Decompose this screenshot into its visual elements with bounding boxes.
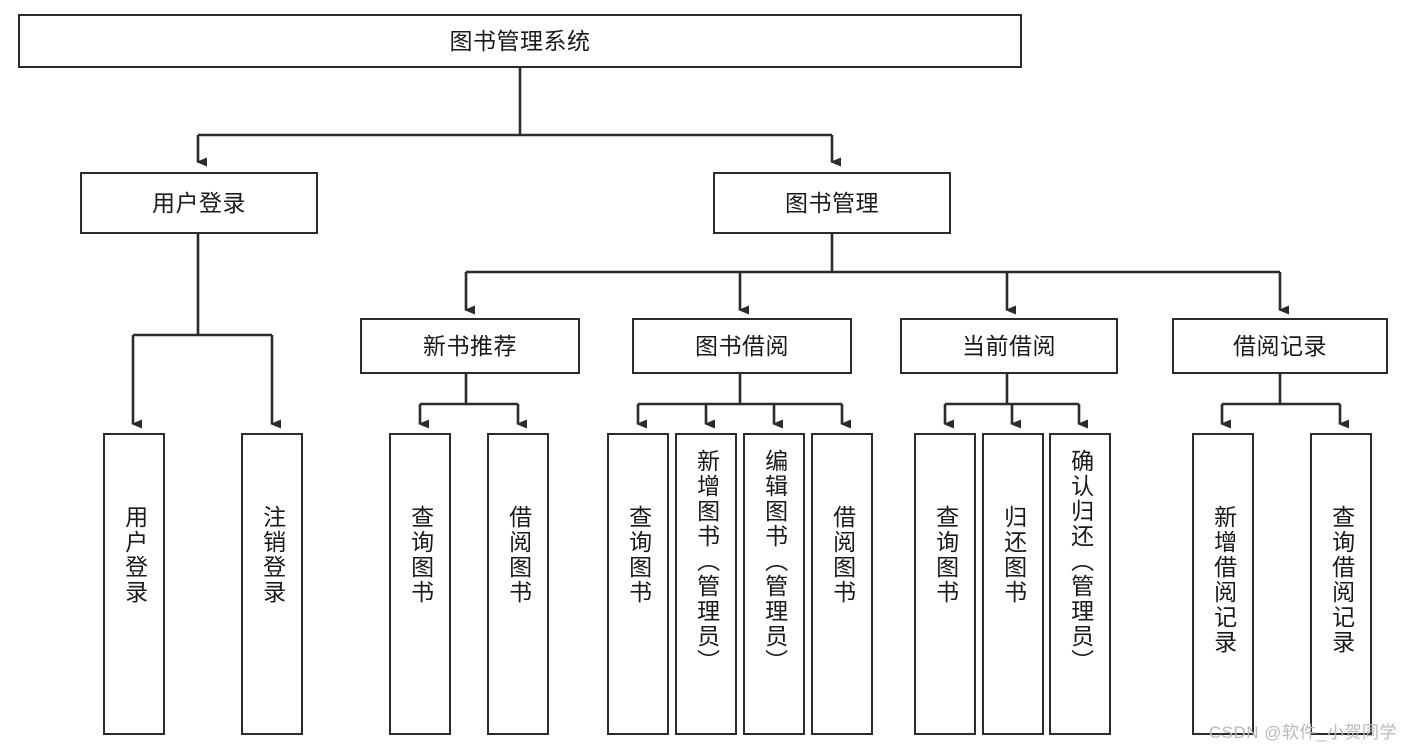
node-new-book-recommend[interactable]: 新书推荐	[360, 318, 580, 374]
node-current-borrow-label: 当前借阅	[962, 332, 1056, 359]
leaf-label: 新增借阅记录	[1210, 505, 1237, 655]
leaf-user-login-signout[interactable]: 注销登录	[241, 433, 303, 735]
leaf-label: 查询图书	[625, 505, 652, 605]
node-root[interactable]: 图书管理系统	[18, 14, 1022, 68]
leaf-label: 查询图书	[932, 505, 959, 605]
leaf-label: 确认归还（管理员）	[1067, 449, 1094, 674]
node-current-borrow[interactable]: 当前借阅	[900, 318, 1118, 374]
leaf-borrow-edit-book-admin[interactable]: 编辑图书（管理员）	[743, 433, 805, 735]
node-book-borrow-label: 图书借阅	[695, 332, 789, 359]
leaf-current-return-book[interactable]: 归还图书	[982, 433, 1044, 735]
leaf-label: 用户登录	[121, 505, 148, 605]
leaf-label: 查询图书	[407, 505, 434, 605]
node-root-label: 图书管理系统	[449, 27, 591, 54]
leaf-label: 编辑图书（管理员）	[761, 449, 788, 674]
leaf-recommend-query-book[interactable]: 查询图书	[389, 433, 451, 735]
node-book-management[interactable]: 图书管理	[713, 172, 951, 234]
leaf-label: 注销登录	[259, 505, 286, 605]
leaf-borrow-add-book-admin[interactable]: 新增图书（管理员）	[675, 433, 737, 735]
leaf-record-add-record[interactable]: 新增借阅记录	[1192, 433, 1254, 735]
node-borrow-record-label: 借阅记录	[1233, 332, 1327, 359]
leaf-user-login-signin[interactable]: 用户登录	[103, 433, 165, 735]
leaf-label: 查询借阅记录	[1328, 505, 1355, 655]
leaf-label: 新增图书（管理员）	[693, 449, 720, 674]
leaf-recommend-borrow-book[interactable]: 借阅图书	[487, 433, 549, 735]
leaf-borrow-query-book[interactable]: 查询图书	[607, 433, 669, 735]
leaf-borrow-borrow-book[interactable]: 借阅图书	[811, 433, 873, 735]
leaf-record-query-record[interactable]: 查询借阅记录	[1310, 433, 1372, 735]
leaf-label: 借阅图书	[505, 505, 532, 605]
node-book-borrow[interactable]: 图书借阅	[632, 318, 852, 374]
node-borrow-record[interactable]: 借阅记录	[1172, 318, 1388, 374]
leaf-current-confirm-return-admin[interactable]: 确认归还（管理员）	[1049, 433, 1111, 735]
node-user-login-label: 用户登录	[152, 189, 246, 216]
leaf-label: 归还图书	[1000, 505, 1027, 605]
node-book-management-label: 图书管理	[785, 189, 879, 216]
watermark: CSDN @软件_小贺同学	[1208, 723, 1397, 742]
leaf-current-query-book[interactable]: 查询图书	[914, 433, 976, 735]
node-user-login[interactable]: 用户登录	[80, 172, 318, 234]
leaf-label: 借阅图书	[829, 505, 856, 605]
node-new-book-recommend-label: 新书推荐	[423, 332, 517, 359]
